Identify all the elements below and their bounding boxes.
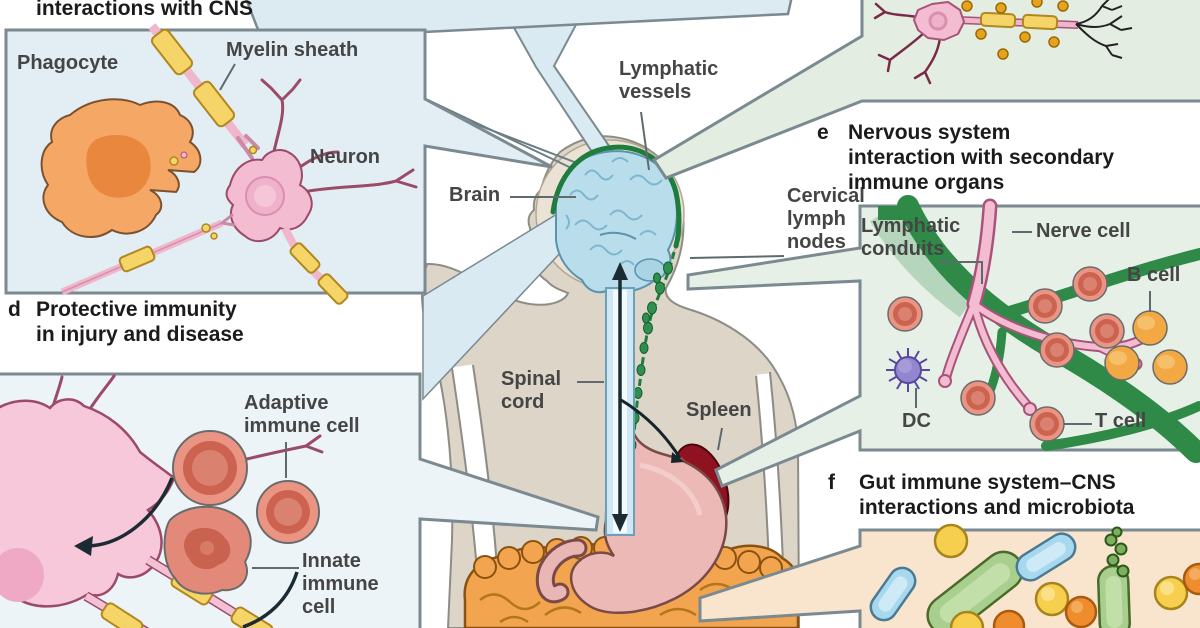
phagocyte-cell: [40, 98, 202, 238]
panel-e-letter: e: [817, 121, 829, 144]
damaged-axon: [60, 213, 236, 296]
panel-f: [698, 523, 1200, 628]
panel-top-right: [651, 0, 1200, 180]
panel-cns: [4, 23, 553, 305]
axon-terminals: [1075, 0, 1133, 59]
t-cells: [887, 266, 1125, 442]
neurotransmitter-dots: [961, 0, 1069, 60]
microbes: [869, 523, 1200, 628]
panel-f-letter: f: [828, 471, 835, 494]
brain: [555, 150, 678, 294]
organs: [463, 144, 801, 628]
b-cells: [1104, 310, 1188, 385]
adaptive-immune-cells: [172, 430, 320, 544]
panel-e: [686, 195, 1200, 488]
label-connectors: [219, 63, 1151, 569]
spinal-cord: [605, 262, 635, 536]
panel-d: [0, 372, 600, 628]
neuron-soma: [0, 398, 176, 608]
dendritic-cell: [886, 348, 930, 392]
innate-immune-cell: [163, 505, 252, 595]
panel-d-letter: d: [8, 298, 21, 321]
cns-neuron: [225, 78, 418, 305]
splenic-nerve: [620, 398, 682, 459]
